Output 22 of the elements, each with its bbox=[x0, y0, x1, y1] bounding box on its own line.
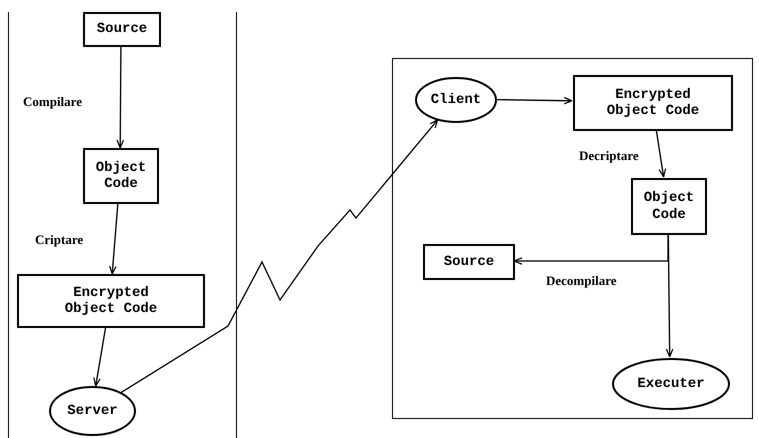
process-box: Object Code bbox=[83, 148, 159, 204]
process-box: Encrypted Object Code bbox=[17, 274, 205, 328]
ellipse-node: Executer bbox=[612, 358, 730, 410]
process-box: Source bbox=[83, 12, 161, 47]
ellipse-node: Client bbox=[415, 77, 497, 123]
arrow bbox=[666, 234, 674, 358]
edge-label: Compilare bbox=[22, 94, 83, 110]
edge-label: Decompilare bbox=[545, 273, 618, 289]
arrow bbox=[93, 328, 106, 387]
edge-label: Criptare bbox=[34, 232, 84, 248]
process-box: Encrypted Object Code bbox=[573, 75, 733, 131]
process-box: Source bbox=[423, 244, 515, 280]
edge-label: Decriptare bbox=[578, 148, 640, 164]
arrow bbox=[496, 96, 573, 104]
arrow bbox=[109, 204, 118, 275]
arrow bbox=[116, 47, 124, 149]
panel-frame bbox=[392, 58, 753, 419]
arrow bbox=[656, 130, 666, 178]
panel-frame bbox=[8, 12, 237, 438]
process-box: Object Code bbox=[631, 178, 707, 235]
arrow bbox=[120, 119, 438, 394]
ellipse-node: Server bbox=[49, 386, 136, 436]
